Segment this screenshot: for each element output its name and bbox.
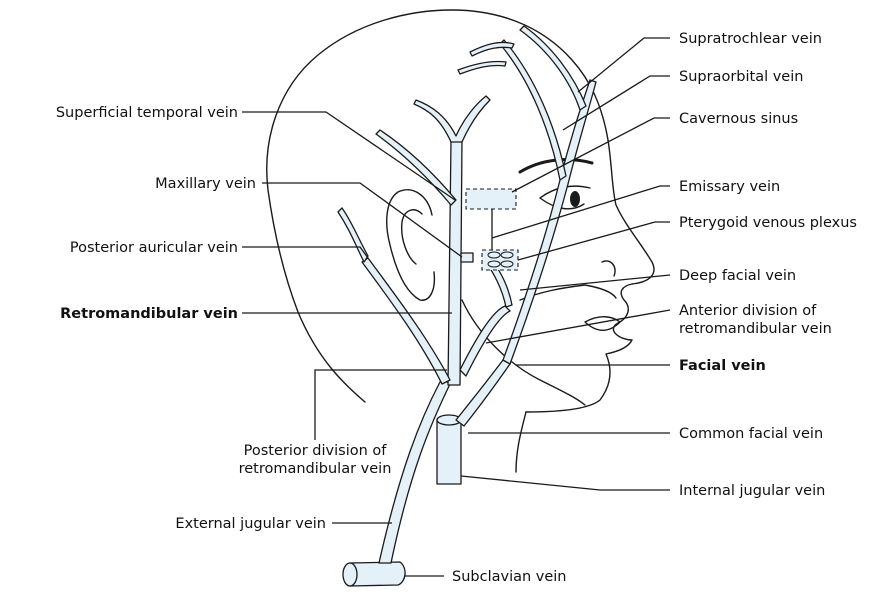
leader-supratrochlear — [577, 37, 670, 93]
head-outline — [266, 9, 655, 473]
label-superficial-temporal-vein: Superficial temporal vein — [56, 105, 238, 121]
supraorbital-vein — [499, 39, 567, 181]
jaw-line — [461, 299, 586, 406]
subclavian-vein — [349, 561, 406, 587]
leader-pterygoid — [517, 221, 670, 261]
leader-cavernous — [511, 117, 670, 193]
leader-maxillary — [262, 182, 463, 258]
label-retromandibular-vein: Retromandibular vein — [60, 306, 238, 322]
posterior-auricular-branches — [337, 207, 369, 263]
eye-lower — [539, 197, 585, 210]
label-anterior-division-line2: retromandibular vein — [679, 321, 832, 337]
label-pterygoid-venous-plexus: Pterygoid venous plexus — [679, 215, 857, 231]
leader-supraorbital — [562, 75, 670, 131]
label-internal-jugular-vein: Internal jugular vein — [679, 483, 825, 499]
maxillary-vein-stub — [460, 252, 474, 263]
internal-jugular-vein — [436, 414, 462, 485]
veins — [337, 25, 597, 587]
eye-pupil — [570, 191, 580, 207]
label-posterior-division-line1: Posterior division of — [244, 443, 388, 459]
front-of-neck — [515, 411, 527, 473]
nostril — [601, 260, 616, 277]
leader-emissary — [491, 185, 670, 239]
anterior-division-retromandibular — [459, 305, 511, 377]
label-anterior-division-line1: Anterior division of — [679, 303, 817, 319]
forehead-vein-branches — [457, 41, 515, 75]
ear-inner — [400, 209, 423, 265]
label-posterior-division-line2: retromandibular vein — [239, 461, 392, 477]
label-emissary-vein: Emissary vein — [679, 179, 780, 195]
lips — [584, 316, 621, 331]
label-posterior-auricular-vein: Posterior auricular vein — [70, 240, 238, 256]
label-facial-vein: Facial vein — [679, 358, 766, 374]
leader-superficial-temporal — [242, 111, 456, 201]
pterygoid-plexus-box — [481, 249, 519, 271]
leader-posterior-division — [314, 369, 447, 440]
label-external-jugular-vein: External jugular vein — [175, 516, 326, 532]
superficial-temporal-posterior-branch — [375, 129, 457, 206]
facial-vein — [502, 79, 597, 365]
ear-outer — [386, 189, 436, 301]
label-maxillary-vein: Maxillary vein — [155, 176, 256, 192]
leader-deep-facial — [519, 274, 671, 291]
posterior-auricular-vein — [361, 257, 451, 385]
labels: Supratrochlear vein Supraorbital vein Ca… — [56, 31, 857, 585]
label-supratrochlear-vein: Supratrochlear vein — [679, 31, 822, 47]
retromandibular-vein — [447, 139, 463, 386]
leader-posterior-auricular — [242, 246, 369, 259]
leader-anterior-division — [485, 309, 671, 344]
label-supraorbital-vein: Supraorbital vein — [679, 69, 803, 85]
leader-internal-jugular — [460, 475, 670, 491]
skull-and-back-of-neck — [266, 9, 609, 403]
label-cavernous-sinus: Cavernous sinus — [679, 111, 798, 127]
label-subclavian-vein: Subclavian vein — [452, 569, 567, 585]
pterygoid-plexus-loops — [487, 251, 514, 268]
cavernous-sinus-box — [465, 188, 517, 210]
eyebrow — [518, 158, 594, 174]
subclavian-vein-end — [342, 562, 358, 587]
face-profile — [525, 139, 655, 413]
leader-lines — [242, 37, 671, 577]
label-deep-facial-vein: Deep facial vein — [679, 268, 796, 284]
cheek-line — [519, 284, 617, 301]
supratrochlear-vein — [519, 25, 587, 111]
label-common-facial-vein: Common facial vein — [679, 426, 823, 442]
superficial-temporal-vein-branches — [413, 95, 491, 143]
